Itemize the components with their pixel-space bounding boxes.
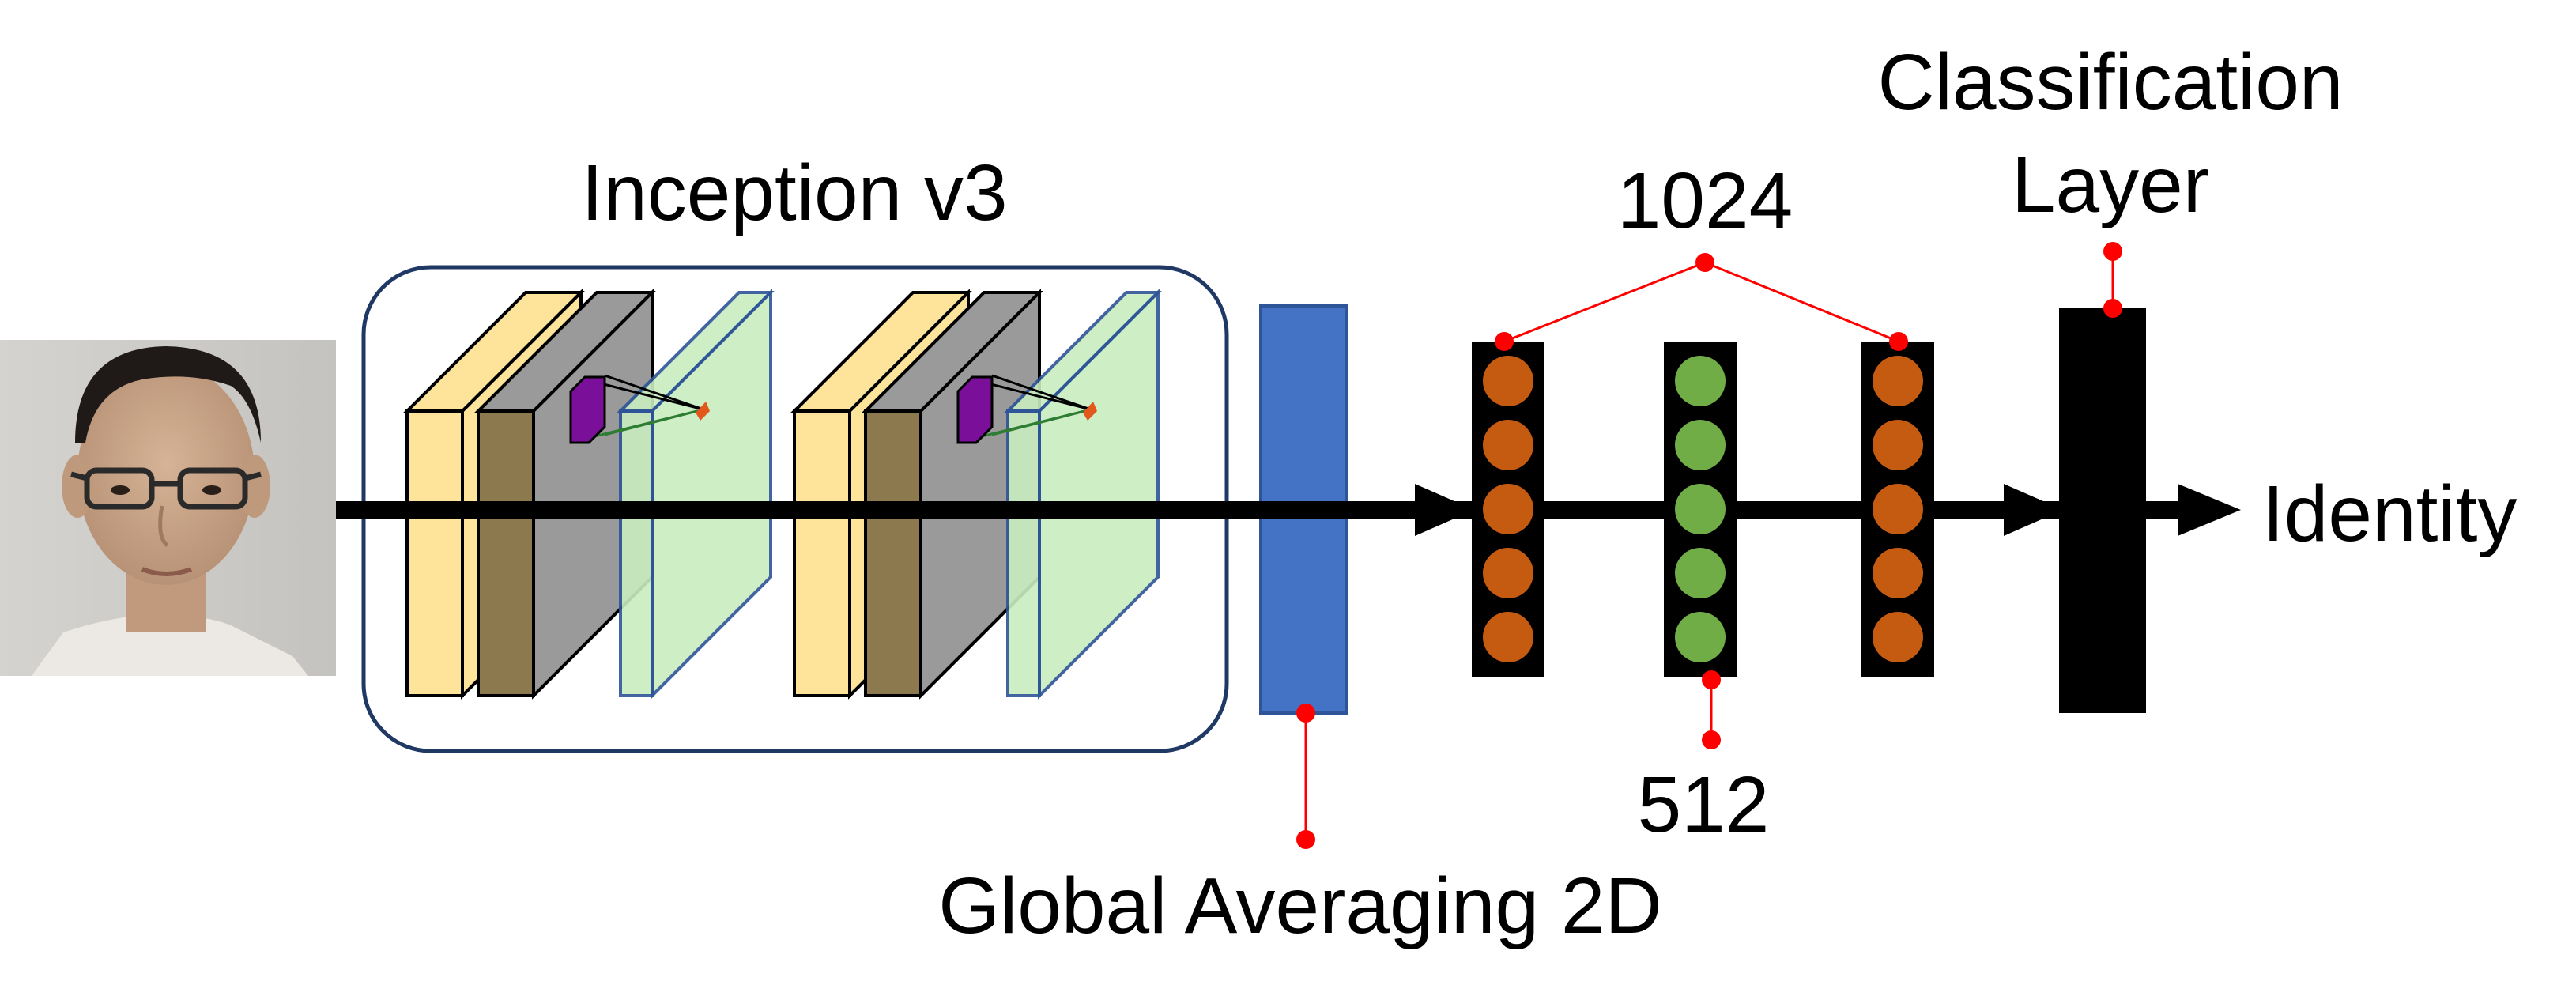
kernel-projection-2 <box>956 374 1097 444</box>
global-averaging-label: Global Averaging 2D <box>938 862 1661 950</box>
callout-512 <box>1702 670 1721 749</box>
inception-label: Inception v3 <box>581 149 1007 237</box>
arrow-head-icon <box>2004 484 2063 536</box>
dense-layer-512 <box>1664 342 1737 677</box>
callout-classification <box>2103 242 2122 318</box>
conv-stack-2 <box>790 289 1162 700</box>
face-photo-icon <box>0 340 336 676</box>
classification-label-line1: Classification <box>1877 38 2343 126</box>
arrow-head-icon <box>1415 484 1474 536</box>
dense-1024-label: 1024 <box>1617 157 1793 245</box>
arrow-head-icon <box>2178 484 2241 536</box>
callout-global-averaging <box>1296 704 1315 849</box>
dense-layer-1024-b <box>1861 342 1934 677</box>
dense-layer-1024-a <box>1472 342 1544 677</box>
classification-label-line2: Layer <box>2012 141 2209 229</box>
callout-1024 <box>1495 253 1908 351</box>
identity-label: Identity <box>2262 470 2517 558</box>
conv-stack-1 <box>403 289 775 700</box>
classification-layer <box>2059 308 2146 713</box>
kernel-projection-1 <box>569 374 710 444</box>
dense-512-label: 512 <box>1638 760 1770 849</box>
